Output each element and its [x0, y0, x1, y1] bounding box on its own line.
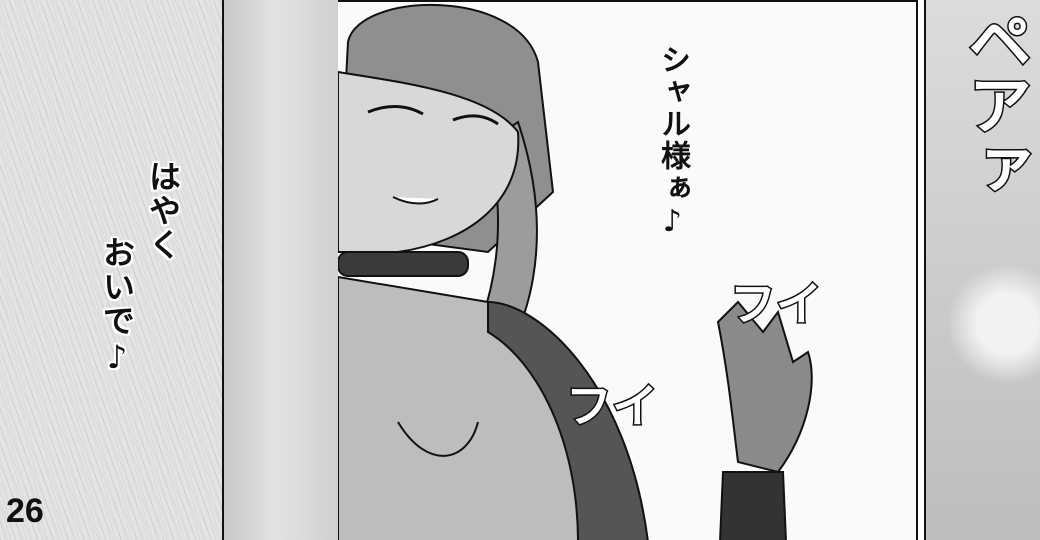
dialogue-line-2: おいで♪ — [98, 236, 136, 378]
dialogue-line-1: はやく — [144, 160, 182, 262]
character-illustration — [336, 3, 813, 540]
door-frame — [222, 0, 340, 540]
sfx-wave-top: フイ — [729, 276, 824, 333]
panel-gutter — [916, 0, 926, 540]
sfx-right: ペアァ — [956, 7, 1033, 202]
character-panel — [336, 0, 918, 540]
page-number: 26 — [6, 492, 44, 530]
hatched-left-panel — [0, 0, 236, 540]
sfx-wave-bottom: フイ — [565, 378, 660, 435]
center-dialogue: シャル様ぁ♪ — [655, 44, 690, 241]
right-panel — [924, 0, 1040, 540]
